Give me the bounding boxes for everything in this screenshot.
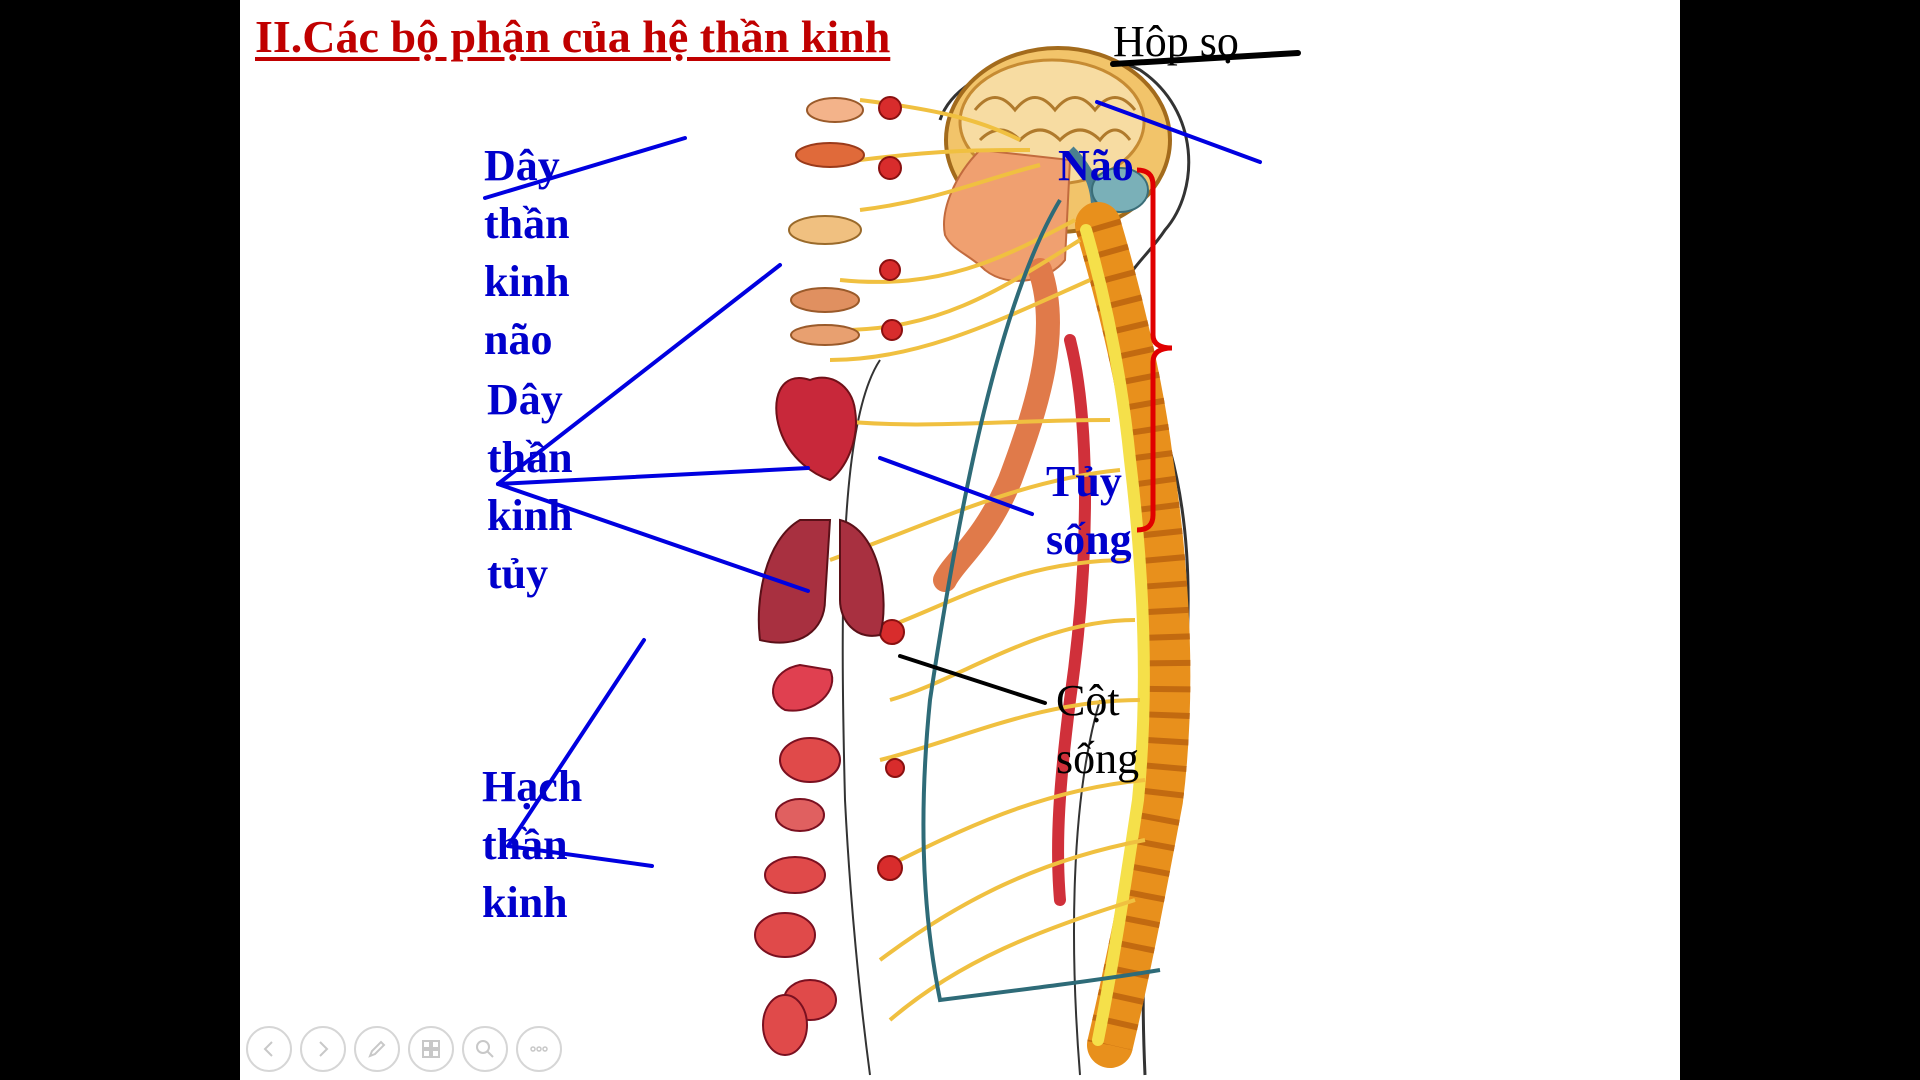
- leader-hach-tk-2: [506, 844, 654, 868]
- leader-day-tk-nao: [483, 136, 687, 200]
- label-day-than-kinh-nao: Dây thần kinh não: [484, 141, 570, 364]
- more-icon: [530, 1046, 548, 1052]
- spinal-column: [1075, 202, 1191, 1068]
- ganglia: [877, 96, 905, 881]
- slides-icon: [422, 1040, 440, 1058]
- see-all-slides-button[interactable]: [408, 1026, 454, 1072]
- cns-brace: [1136, 167, 1173, 533]
- previous-slide-button[interactable]: [246, 1026, 292, 1072]
- slideshow-controls: [246, 1026, 562, 1072]
- label-hop-so: Hộp sọ: [1113, 17, 1239, 66]
- leader-day-tk-tuy-2: [496, 466, 810, 486]
- leader-hach-tk-1: [506, 638, 646, 848]
- nervous-system-illustration: [483, 46, 1301, 1076]
- slide: II.Các bộ phận của hệ thần kinh: [240, 0, 1680, 1080]
- back-outline: [1073, 699, 1101, 1076]
- cerebellum: [1091, 167, 1149, 213]
- label-day-than-kinh-tuy: Dây thần kinh tủy: [487, 375, 573, 598]
- heart: [775, 376, 857, 482]
- pen-icon: [368, 1040, 386, 1058]
- leader-hop-so: [1110, 50, 1301, 67]
- leader-day-tk-tuy-3: [496, 482, 810, 593]
- brain-folds: [973, 96, 1137, 143]
- vagus-nerve: [921, 198, 1161, 1003]
- spinal-cord: [1080, 224, 1150, 1046]
- previous-icon: [263, 1041, 273, 1057]
- front-outline: [841, 359, 881, 1076]
- next-slide-button[interactable]: [300, 1026, 346, 1072]
- label-nao: Não: [1058, 141, 1134, 190]
- zoom-icon: [476, 1040, 494, 1058]
- organs: [754, 97, 885, 1056]
- leader-nao: [1095, 100, 1262, 164]
- esophagus: [933, 258, 1061, 592]
- lungs: [757, 518, 885, 644]
- leader-lines: [483, 50, 1301, 868]
- slide-title: II.Các bộ phận của hệ thần kinh: [255, 11, 891, 62]
- stomach: [772, 663, 834, 712]
- aorta: [1052, 334, 1091, 906]
- leader-cot-song: [898, 654, 1047, 705]
- leader-day-tk-tuy-1: [496, 263, 782, 486]
- more-options-button[interactable]: [516, 1026, 562, 1072]
- zoom-button[interactable]: [462, 1026, 508, 1072]
- label-cot-song: Cột sống: [1056, 676, 1140, 783]
- nerves: [829, 98, 1146, 1022]
- pen-tool-button[interactable]: [354, 1026, 400, 1072]
- next-icon: [319, 1041, 329, 1057]
- leader-tuy-song: [878, 456, 1034, 516]
- label-hach-than-kinh: Hạch thần kinh: [482, 762, 583, 927]
- label-tuy-song: Tủy sống: [1046, 457, 1132, 564]
